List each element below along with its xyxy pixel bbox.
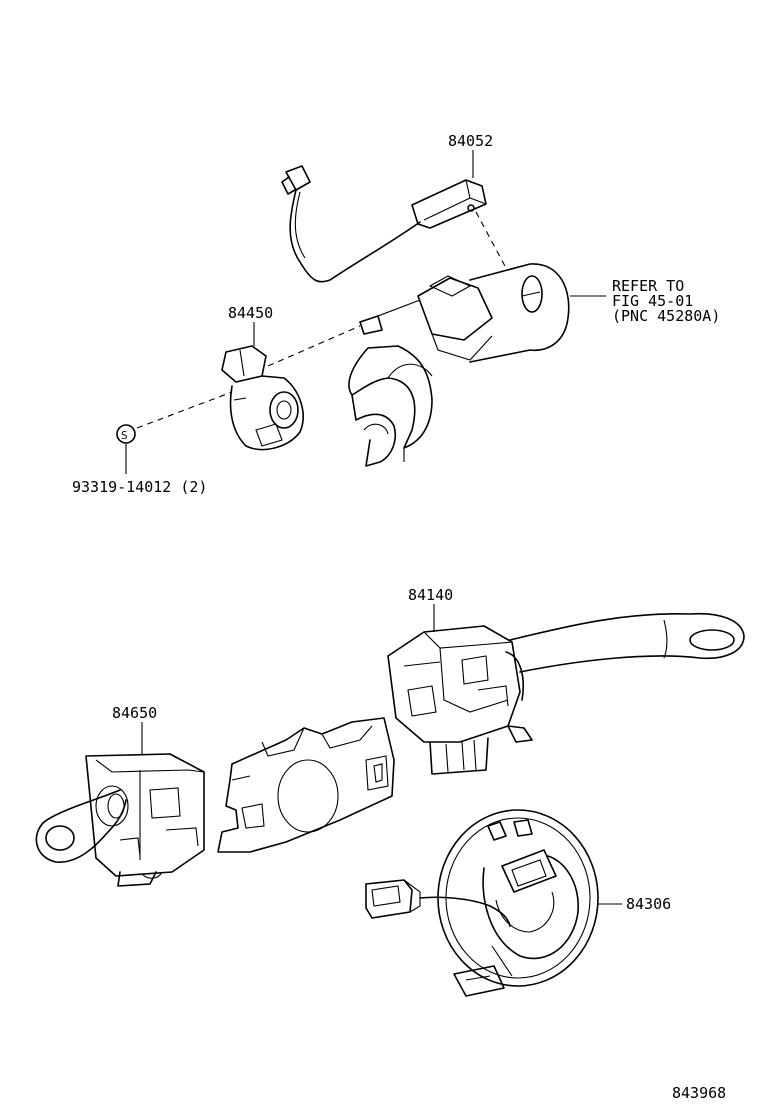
label-84650: 84650	[112, 704, 157, 722]
part-84650-headlamp-dimmer-switch	[35, 753, 205, 887]
label-84450: 84450	[228, 304, 273, 322]
label-93319: 93319-14012 (2)	[72, 478, 207, 496]
part-84140-wiper-switch	[387, 612, 745, 775]
figure-number: 843968	[672, 1084, 726, 1102]
dashed-guide-84450	[267, 325, 361, 367]
dashed-guide-93319	[136, 391, 233, 429]
screw-s-mark: S	[121, 429, 128, 442]
screw-symbol-93319: S	[116, 424, 136, 444]
switch-bracket	[217, 717, 395, 853]
label-84306: 84306	[626, 895, 671, 913]
label-84052: 84052	[448, 132, 493, 150]
dashed-guide-84052	[475, 211, 507, 269]
part-84052-key-reminder-switch	[281, 165, 487, 283]
part-84450-unlock-warning-switch	[221, 345, 304, 451]
refer-line-1: REFER TO	[612, 277, 684, 295]
refer-line-3: (PNC 45280A)	[612, 307, 720, 325]
refer-line-2: FIG 45-01	[612, 292, 693, 310]
part-84306-spiral-cable	[365, 809, 599, 997]
label-84140: 84140	[408, 586, 453, 604]
steering-lock-housing	[348, 263, 570, 467]
